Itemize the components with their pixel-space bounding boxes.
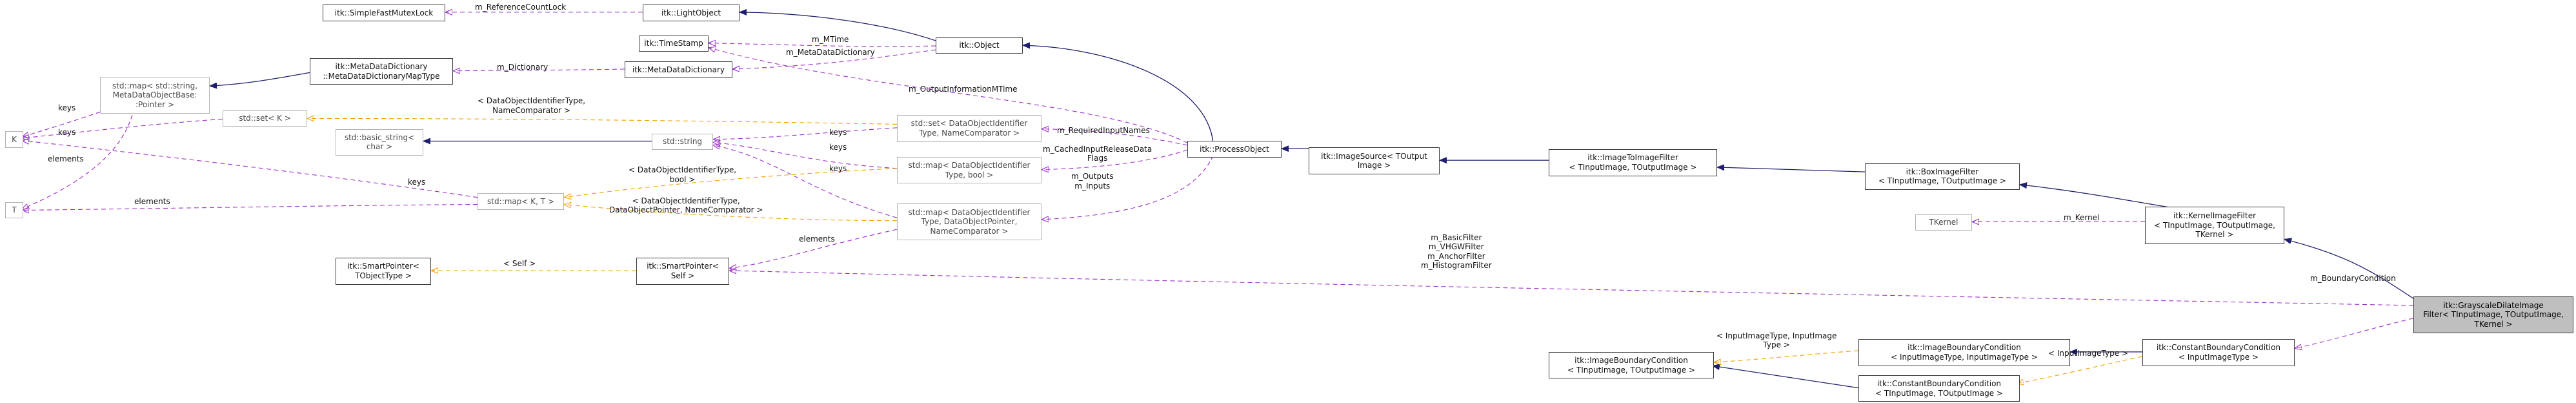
edge-mapptr-mapkt <box>564 204 898 222</box>
node-simple-fast-mutex-lock[interactable]: itk::SimpleFastMutexLock <box>323 5 445 21</box>
edge-processobject-mapbool <box>1041 149 1188 170</box>
node-std-basic-string[interactable]: std::basic_string< char > <box>336 129 423 156</box>
edge-constbc-io-in <box>2017 356 2143 383</box>
node-smart-pointer-tobject[interactable]: itk::SmartPointer< TObjectType > <box>336 258 431 285</box>
node-constant-boundary-condition-in[interactable]: itk::ConstantBoundaryCondition < InputIm… <box>2142 339 2295 366</box>
edge-mapptr-string <box>713 145 898 218</box>
label-map-kt-template-bool: < DataObjectIdentifierType, bool > <box>629 165 737 184</box>
label-kernel: m_Kernel <box>2064 212 2100 222</box>
edge-stdmap-t-elements <box>22 101 136 209</box>
label-required-input-names: m_RequiredInputNames <box>1057 126 1150 136</box>
label-elements-smart-to-ptr: elements <box>799 234 835 244</box>
node-image-boundary-condition-in[interactable]: itk::ImageBoundaryCondition < InputImage… <box>1858 339 2070 366</box>
label-outputs-inputs: m_Outputs m_Inputs <box>1071 172 1114 191</box>
edge-constbc-imagebc-io <box>1713 366 1859 389</box>
edge-dictmap-stdmap <box>210 72 310 86</box>
edge-processobject-mapptr <box>1041 155 1214 220</box>
label-elements-map-to-t: elements <box>48 154 84 164</box>
node-constant-boundary-condition-io[interactable]: itk::ConstantBoundaryCondition < TInputI… <box>1858 375 2020 402</box>
node-tkernel[interactable]: TKernel <box>1915 214 1972 231</box>
node-std-map-string-metadata[interactable]: std::map< std::string, MetaDataObjectBas… <box>100 76 210 114</box>
node-k[interactable]: K <box>5 131 23 148</box>
edge-mapbool-string <box>713 142 898 169</box>
label-boundary-condition: m_BoundaryCondition <box>2310 274 2396 284</box>
edge-boximage-imagetoimage <box>1717 167 1866 172</box>
node-image-to-image-filter[interactable]: itk::ImageToImageFilter < TInputImage, T… <box>1549 149 1717 176</box>
node-t[interactable]: T <box>5 202 23 219</box>
node-image-boundary-condition-io[interactable]: itk::ImageBoundaryCondition < TInputImag… <box>1549 351 1714 379</box>
edge-mapptr-smartptr <box>729 229 898 268</box>
node-meta-data-dictionary-map-type[interactable]: itk::MetaDataDictionary ::MetaDataDictio… <box>310 57 453 85</box>
node-process-object[interactable]: itk::ProcessObject <box>1187 141 1282 158</box>
edge-object-timestamp <box>709 43 936 47</box>
label-mtime: m_MTime <box>812 34 849 44</box>
node-std-map-k-t[interactable]: std::map< K, T > <box>478 193 564 210</box>
label-keys-string-to-set: keys <box>829 127 847 137</box>
edge-imagebc-in-io <box>1714 350 1859 362</box>
node-meta-data-dictionary[interactable]: itk::MetaDataDictionary <box>625 61 732 78</box>
label-filters: m_BasicFilter m_VHGWFilter m_AnchorFilte… <box>1421 232 1492 270</box>
edge-mapkt-k <box>22 141 478 198</box>
edge-setdoi-string <box>713 127 898 140</box>
label-keys-set-k: keys <box>58 127 76 137</box>
edge-mapkt-t <box>22 203 478 210</box>
node-set-data-object-identifier[interactable]: std::set< DataObjectIdentifier Type, Nam… <box>897 115 1041 142</box>
node-std-set-k[interactable]: std::set< K > <box>223 110 307 127</box>
edge-setk-k <box>22 118 223 138</box>
node-kernel-image-filter[interactable]: itk::KernelImageFilter < TInputImage, TO… <box>2145 207 2284 244</box>
label-set-k-template: < DataObjectIdentifierType, NameComparat… <box>478 96 586 115</box>
edge-processobject-object <box>1023 45 1214 143</box>
label-self-template: < Self > <box>503 259 536 268</box>
edge-mapbool-mapkt <box>564 168 898 198</box>
label-keys-string-to-map-ptr: keys <box>829 163 847 173</box>
label-map-kt-template-ptr: < DataObjectIdentifierType, DataObjectPo… <box>609 196 763 215</box>
label-bc-template-const: < InputImageType > <box>2048 349 2128 358</box>
node-grayscale-dilate-image-filter[interactable]: itk::GrayscaleDilateImage Filter< TInput… <box>2413 296 2573 334</box>
node-image-source[interactable]: itk::ImageSource< TOutput Image > <box>1309 147 1440 174</box>
node-smart-pointer-self[interactable]: itk::SmartPointer< Self > <box>636 258 729 285</box>
edge-metadatadict-dictmap <box>453 69 625 71</box>
node-std-string[interactable]: std::string <box>652 133 713 150</box>
edge-grayscale-constbc <box>2295 318 2414 349</box>
node-light-object[interactable]: itk::LightObject <box>643 5 740 21</box>
node-box-image-filter[interactable]: itk::BoxImageFilter < TInputImage, TOutp… <box>1865 163 2020 191</box>
label-output-information-mtime: m_OutputInformationMTime <box>909 85 1018 94</box>
label-dictionary: m_Dictionary <box>497 63 548 72</box>
node-map-data-object-identifier-bool[interactable]: std::map< DataObjectIdentifier Type, boo… <box>897 156 1041 184</box>
edge-object-metadatadict <box>732 49 936 69</box>
edge-grayscale-smartptr <box>729 271 2414 306</box>
label-meta-data-dictionary: m_MetaDataDictionary <box>786 47 875 57</box>
label-keys-string-to-map-bool: keys <box>829 143 847 152</box>
node-time-stamp[interactable]: itk::TimeStamp <box>639 35 709 52</box>
node-map-data-object-identifier-pointer[interactable]: std::map< DataObjectIdentifier Type, Dat… <box>897 203 1041 241</box>
edge-setdoi-setk <box>307 118 898 125</box>
edge-grayscale-kernel <box>2284 239 2414 299</box>
label-bc-template-in: < InputImageType, InputImage Type > <box>1716 331 1837 349</box>
edge-processobject-setdoi <box>1041 129 1188 146</box>
label-keys-map-to-k: keys <box>58 103 76 113</box>
label-reference-count-lock: m_ReferenceCountLock <box>475 2 567 12</box>
edge-stdmap-k-keys <box>22 101 130 137</box>
node-object[interactable]: itk::Object <box>936 37 1023 54</box>
label-cached-input-release: m_CachedInputReleaseData Flags <box>1043 144 1152 163</box>
label-keys-map-kt-to-k: keys <box>408 178 426 187</box>
label-elements-map-kt-to-t: elements <box>134 196 170 206</box>
edge-object-lightobject <box>740 12 936 41</box>
edge-processobject-timestamp <box>709 48 1188 143</box>
